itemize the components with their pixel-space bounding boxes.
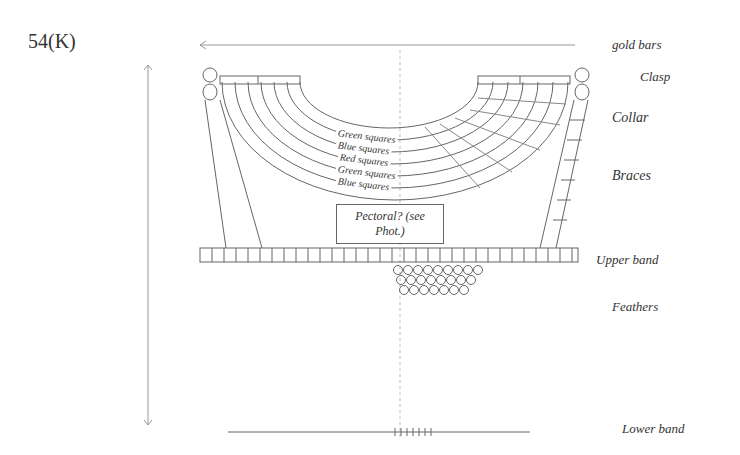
part-label: Braces [612, 168, 651, 183]
collar-band [222, 82, 568, 200]
band-ticks [212, 248, 572, 262]
part-label: Upper band [596, 253, 658, 267]
clasp-symbol [575, 68, 589, 82]
figure-number: 54(K) [28, 30, 76, 52]
part-label: Clasp [640, 70, 670, 84]
guide-line [200, 45, 575, 46]
part-label: Collar [612, 110, 649, 125]
lower-band [228, 432, 530, 433]
part-label: Lower band [622, 422, 684, 436]
clasp-symbol [203, 84, 217, 100]
pectoral-box: Pectoral? (see Phot.) [336, 204, 444, 244]
centre-line [400, 50, 401, 440]
guide-arrow [144, 420, 152, 425]
square-marks [425, 98, 566, 188]
band-ticks [395, 428, 431, 436]
gold-bar [220, 76, 300, 84]
clasp-symbol [203, 68, 217, 82]
node-text: Pectoral? (see Phot.) [343, 209, 437, 239]
clasp-symbol [575, 84, 589, 100]
part-label: gold bars [612, 38, 661, 52]
gold-bar [478, 76, 570, 84]
guide-arrow [200, 41, 206, 49]
feather-symbols [394, 266, 483, 295]
upper-band [200, 248, 578, 262]
guide-arrow [144, 65, 152, 70]
brace [205, 100, 588, 248]
guide-line [148, 65, 149, 425]
part-label: Feathers [612, 300, 658, 314]
